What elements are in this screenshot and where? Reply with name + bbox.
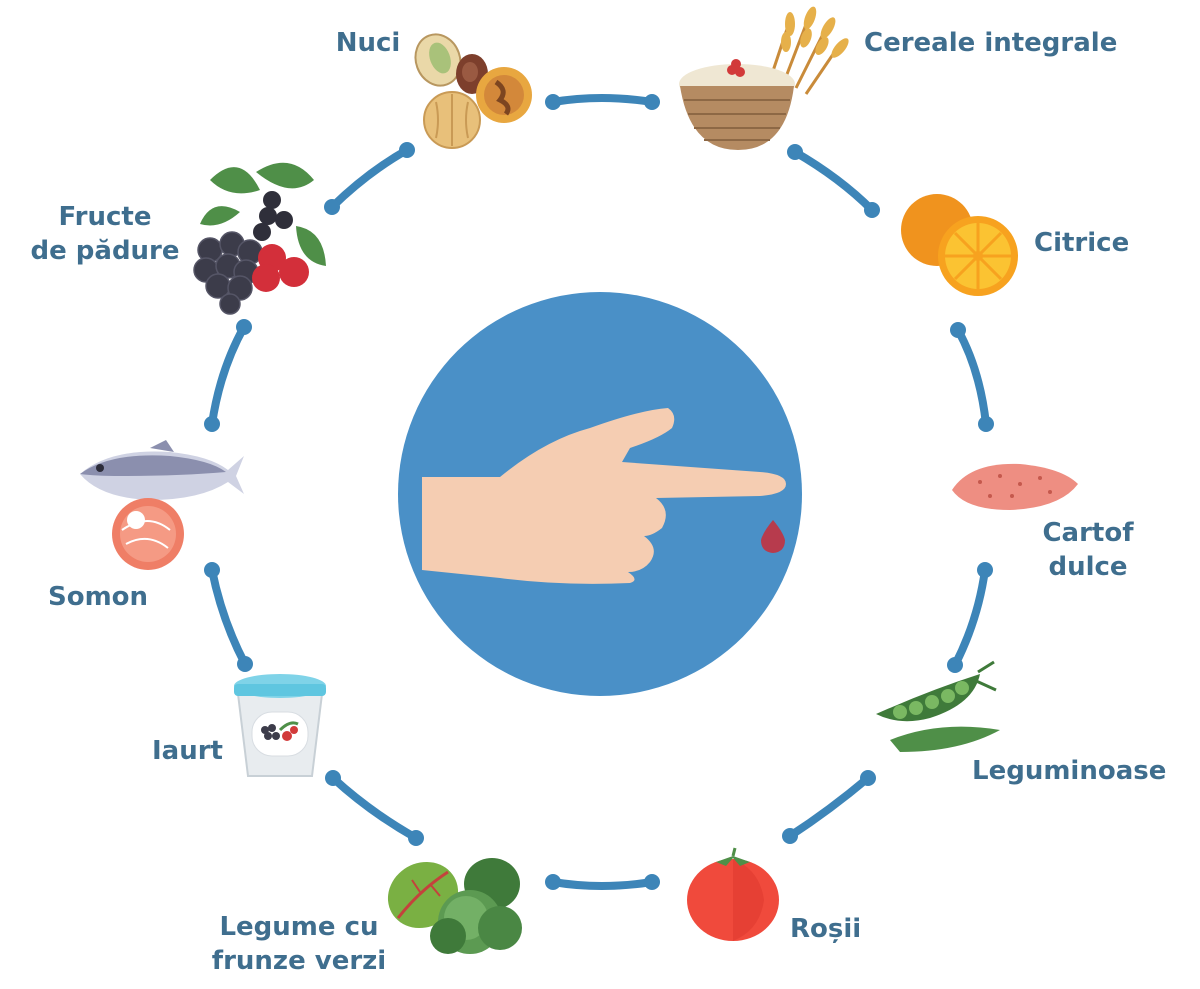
label-salmon-line-1: Somon <box>48 582 149 612</box>
label-sweet-potato-line-1: Cartof <box>1042 518 1134 548</box>
connector-legumes-tomato <box>782 770 876 844</box>
sweet-potato-icon <box>952 463 1078 510</box>
label-berries: Fructe de pădure <box>30 200 180 268</box>
label-nuts: Nuci <box>328 26 408 60</box>
label-citrus-line-1: Citrice <box>1034 228 1130 258</box>
leafy-greens-icon <box>387 858 522 954</box>
connector-fish-berries <box>204 319 252 432</box>
label-leafy-greens-line-2: frunze verzi <box>211 946 387 976</box>
label-legumes: Leguminoase <box>972 754 1182 788</box>
label-tomatoes-line-1: Roșii <box>790 914 862 944</box>
label-sweet-potato: Cartof dulce <box>1030 516 1146 584</box>
label-sweet-potato-line-2: dulce <box>1048 552 1128 582</box>
peas-icon <box>876 660 1000 752</box>
connector-potato-legumes <box>947 562 993 673</box>
connector-tomato-greens <box>545 874 660 890</box>
connector-berries-nuts <box>324 142 415 215</box>
nuts-icon <box>414 33 532 149</box>
fish-icon <box>80 440 244 570</box>
label-yogurt-line-1: Iaurt <box>152 736 223 766</box>
label-whole-grains-line-1: Cereale integrale <box>864 28 1118 58</box>
yogurt-icon <box>234 674 326 777</box>
orange-icon <box>901 194 1018 296</box>
label-leafy-greens: Legume cu frunze verzi <box>204 910 394 978</box>
label-yogurt: Iaurt <box>152 734 242 768</box>
connector-nuts-grains <box>545 94 660 110</box>
label-citrus: Citrice <box>1034 226 1154 260</box>
finger-blood-drop-icon <box>398 292 802 696</box>
label-salmon: Somon <box>48 580 168 614</box>
label-nuts-line-1: Nuci <box>335 28 401 58</box>
label-legumes-line-1: Leguminoase <box>972 756 1167 786</box>
label-berries-line-1: Fructe <box>58 202 152 232</box>
connector-yogurt-fish <box>204 562 253 672</box>
grains-bowl-icon <box>679 6 849 150</box>
connectors <box>204 94 994 890</box>
connector-grains-citrus <box>787 144 880 218</box>
label-leafy-greens-line-1: Legume cu <box>219 912 379 942</box>
connector-citrus-potato <box>950 322 994 432</box>
tomato-icon <box>687 847 779 941</box>
connector-greens-yogurt <box>325 770 424 846</box>
berries-icon <box>193 162 326 315</box>
label-tomatoes: Roșii <box>790 912 890 946</box>
label-berries-line-2: de pădure <box>30 236 180 266</box>
label-whole-grains: Cereale integrale <box>864 26 1164 60</box>
